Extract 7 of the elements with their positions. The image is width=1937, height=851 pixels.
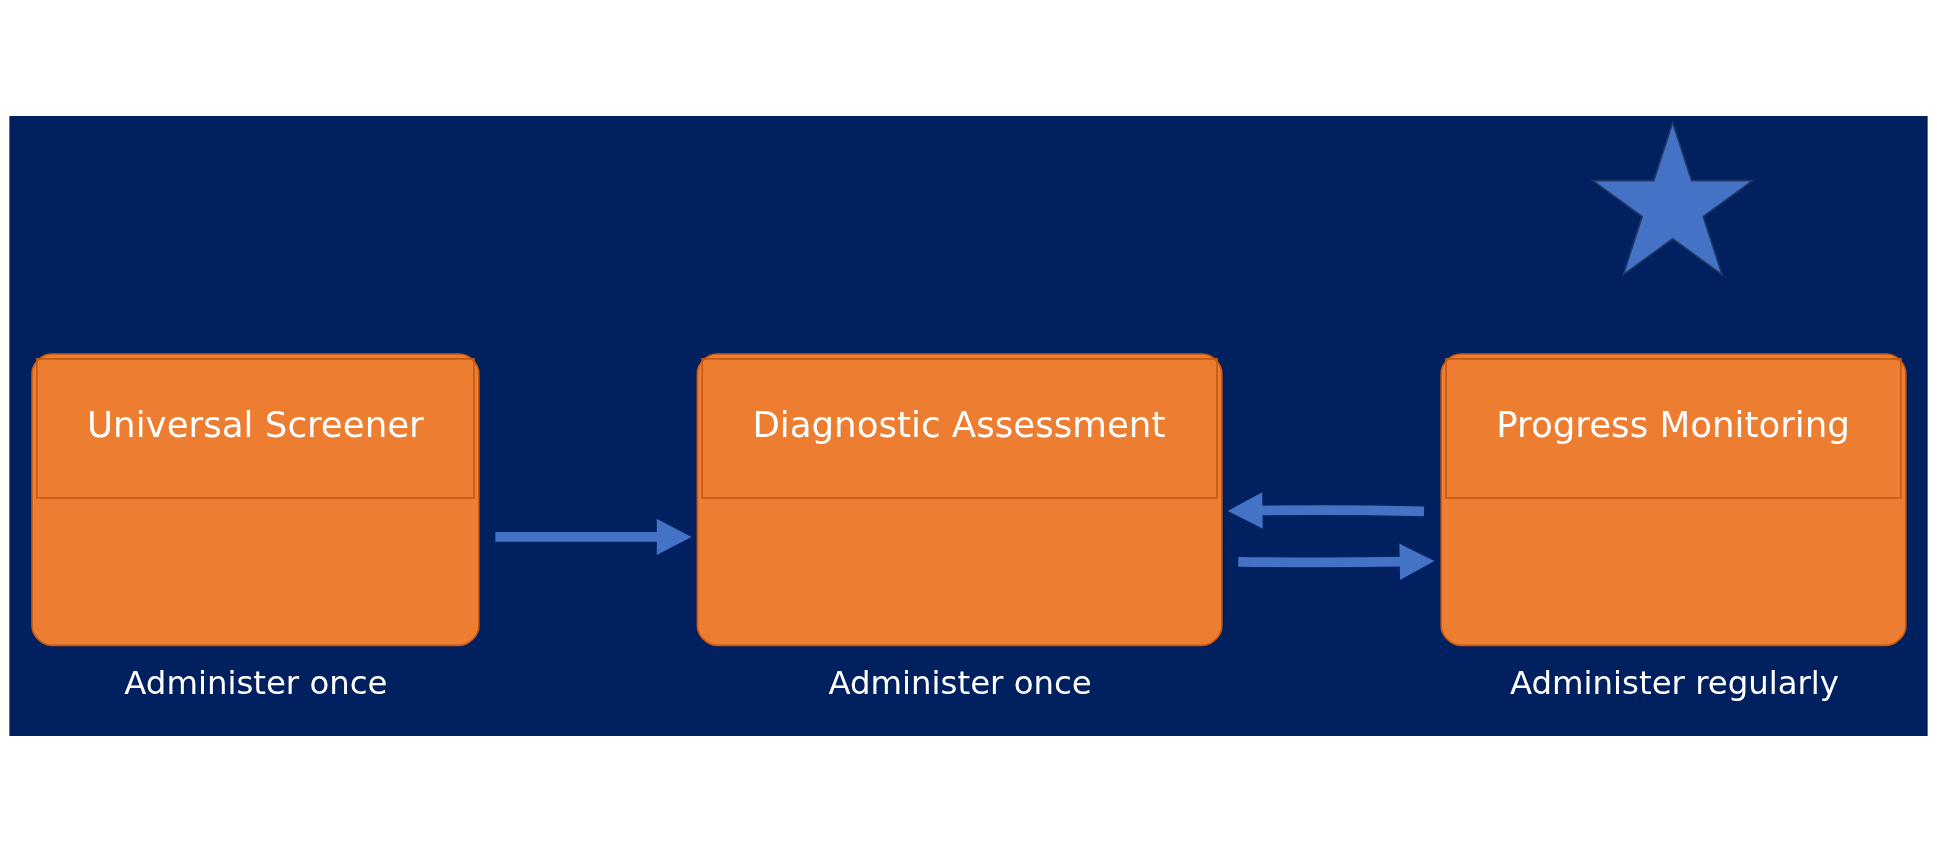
arrow [495, 518, 692, 555]
node-label: Administer once [828, 663, 1092, 702]
arrow [1238, 543, 1435, 580]
node-label: Administer regularly [1509, 663, 1839, 702]
arrow [1227, 491, 1425, 529]
node-label: Administer once [124, 663, 388, 702]
node-star [1590, 119, 1756, 277]
